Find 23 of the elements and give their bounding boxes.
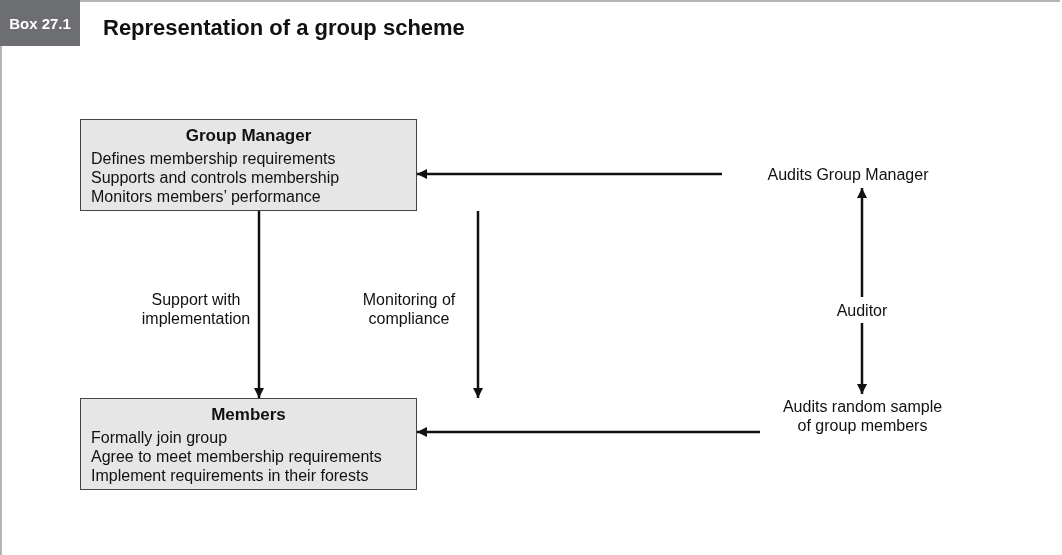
arrow [417, 169, 722, 179]
node-label: Auditor [836, 300, 888, 320]
box-number-tab: Box 27.1 [0, 0, 80, 46]
box-text-line: Agree to meet membership requirements [91, 447, 382, 466]
edge-label: Support with implementation [140, 290, 252, 328]
arrow [857, 188, 867, 297]
box-text-line: Defines membership requirements [91, 149, 336, 168]
box-heading: Group Manager [185, 126, 312, 146]
arrow [254, 211, 264, 398]
title: Representation of a group scheme [103, 15, 465, 41]
text-box [80, 119, 417, 211]
arrow [857, 323, 867, 394]
node-label: Audits Group Manager [767, 164, 929, 184]
box-text-line: Supports and controls membership [91, 168, 340, 187]
box-text-line: Implement requirements in their forests [91, 466, 369, 485]
arrow [473, 211, 483, 398]
node-label: Audits random sample of group members [781, 397, 944, 435]
edge-label: Monitoring of compliance [361, 290, 457, 328]
box-heading: Members [211, 405, 286, 425]
box-text-line: Monitors members’ performance [91, 187, 321, 206]
box-text-line: Formally join group [91, 428, 228, 447]
arrow [417, 427, 760, 437]
text-box [80, 398, 417, 490]
